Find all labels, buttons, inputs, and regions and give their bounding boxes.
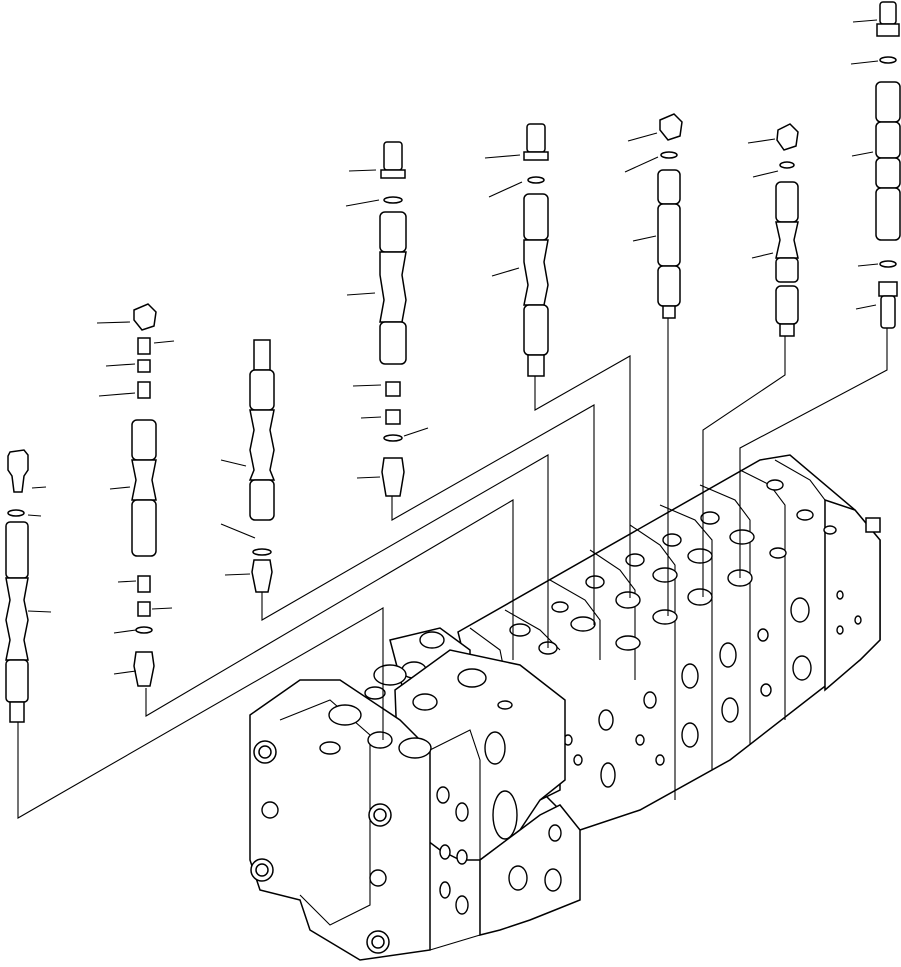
spool-1 [5, 449, 52, 723]
spool-8 [850, 1, 901, 329]
control-valve-body [249, 454, 881, 961]
spool-7 [747, 123, 799, 337]
leader-lines [17, 318, 888, 819]
spool-5 [484, 123, 549, 377]
spool-3 [220, 339, 276, 593]
spool-6 [624, 113, 683, 319]
spool-2 [96, 303, 175, 687]
spool-4 [345, 141, 429, 497]
